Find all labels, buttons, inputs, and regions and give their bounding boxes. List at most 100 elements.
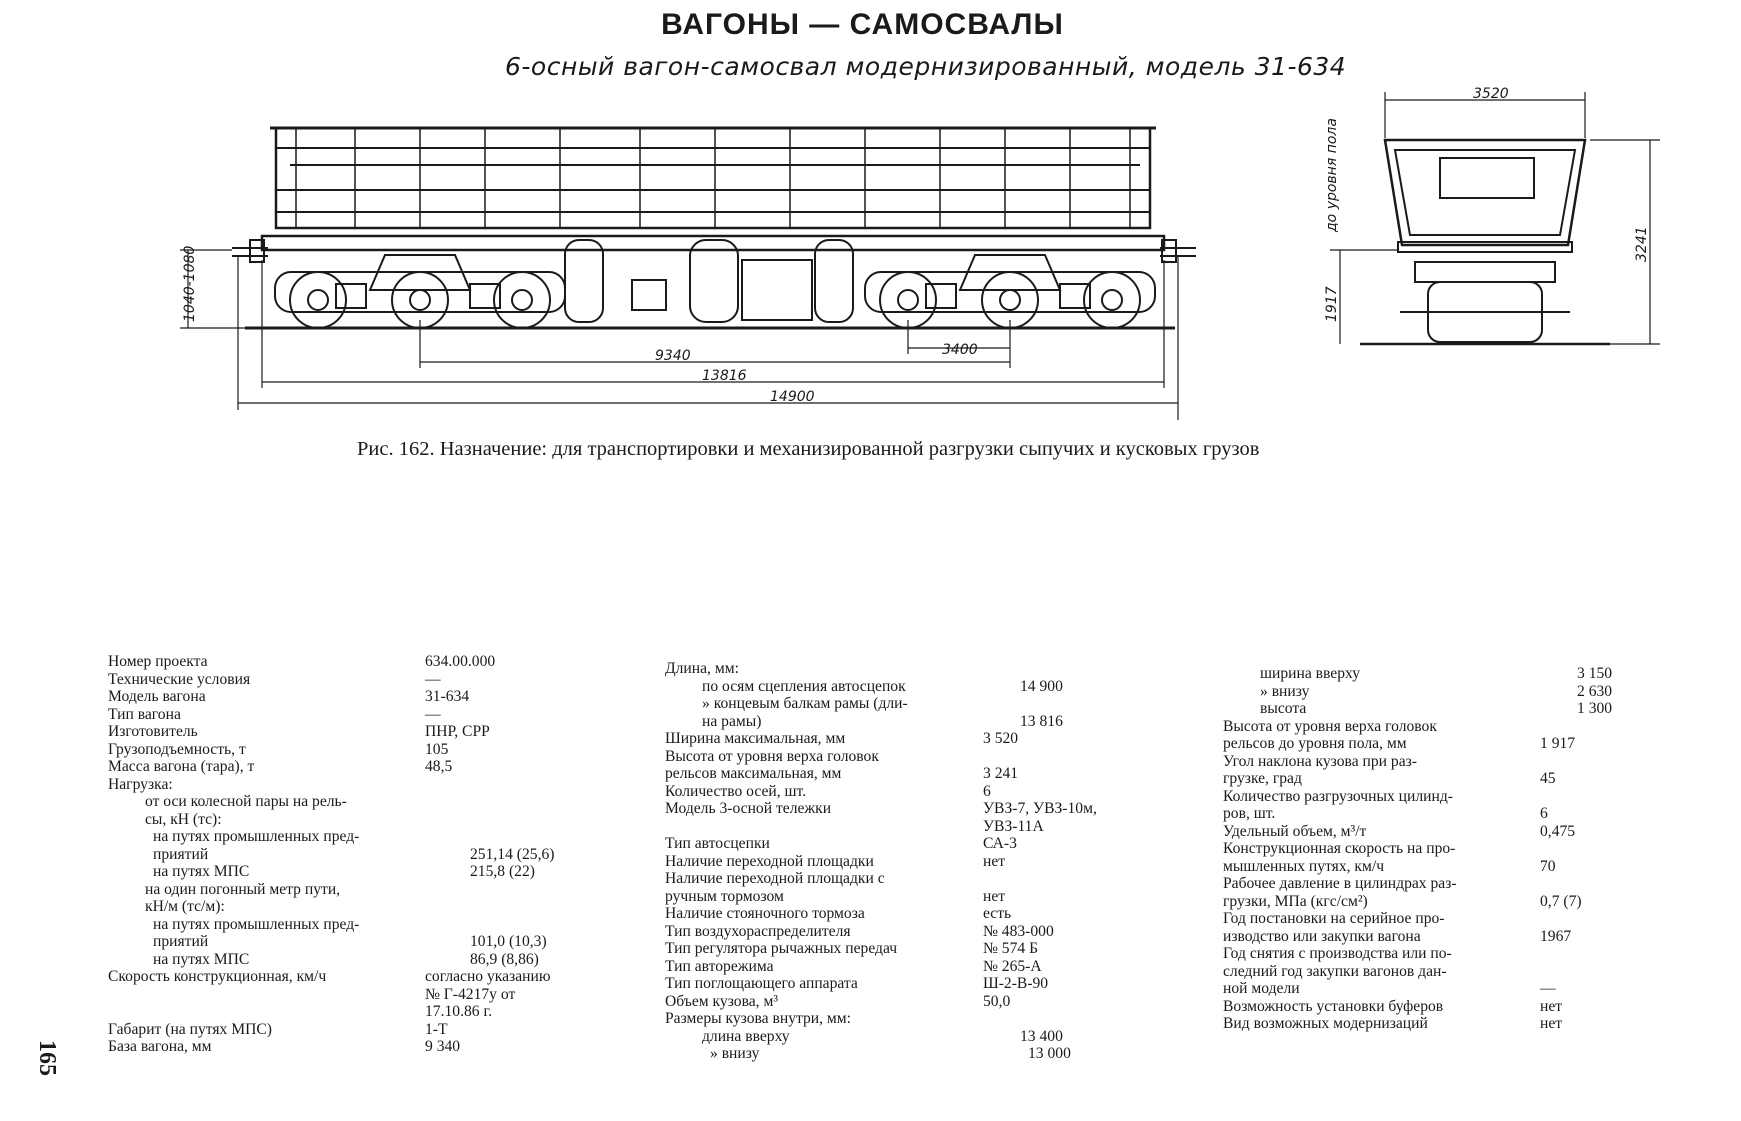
- spec-value: 251,14 (25,6): [470, 845, 555, 863]
- spec-label: » внизу: [710, 1045, 760, 1062]
- dim-floor-label: до уровня пола: [1324, 118, 1340, 233]
- spec-row: Угол наклона кузова при раз- грузке, гра…: [1223, 753, 1612, 788]
- spec-row: Вид возможных модернизаций нет: [1223, 1015, 1612, 1033]
- spec-value: нет: [1540, 997, 1563, 1015]
- figure-caption: Рис. 162. Назначение: для транспортировк…: [357, 438, 1260, 460]
- spec-value: 13 000: [1028, 1045, 1071, 1062]
- spec-label: Тип автосцепки: [665, 835, 770, 852]
- spec-label: высота: [1260, 700, 1307, 717]
- dim-coupler-height: 1040-1080: [182, 246, 198, 322]
- spec-label: Длина, мм:: [665, 660, 739, 677]
- spec-value: СА-3: [983, 835, 1017, 852]
- spec-label: База вагона, мм: [108, 1038, 212, 1055]
- spec-row: Технические условия —: [108, 671, 554, 689]
- spec-value: —: [425, 705, 441, 723]
- spec-row: Количество осей, шт. 6: [665, 783, 1097, 801]
- spec-value: 3 150: [1577, 665, 1613, 682]
- spec-value: 48,5: [425, 758, 453, 775]
- spec-label: Удельный объем, м³/т: [1223, 822, 1367, 840]
- spec-row: Нагрузка:: [108, 776, 554, 794]
- spec-label: на путях промышленных пред- приятий: [153, 828, 360, 863]
- spec-label: на путях МПС: [153, 863, 250, 880]
- spec-label: Тип поглощающего аппарата: [665, 975, 858, 992]
- spec-value: 86,9 (8,86): [470, 950, 539, 968]
- spec-label: Масса вагона (тара), т: [108, 758, 255, 775]
- spec-value: —: [425, 670, 441, 688]
- spec-label: Технические условия: [108, 670, 251, 688]
- spec-label: Модель 3-осной тележки: [665, 800, 832, 817]
- spec-label: Нагрузка:: [108, 775, 173, 793]
- spec-value: 31-634: [425, 688, 470, 705]
- spec-row: Количество разгрузочных цилинд- ров, шт.…: [1223, 788, 1612, 823]
- spec-row: Конструкционная скорость на про- мышленн…: [1223, 840, 1612, 875]
- spec-row: Возможность установки буферов нет: [1223, 998, 1612, 1016]
- spec-label: Рабочее давление в цилиндрах раз- грузки…: [1223, 875, 1457, 910]
- spec-label: Модель вагона: [108, 688, 206, 705]
- wagon-drawing: 1040-1080 9340 3400 13816 14900 3520 до …: [180, 86, 1660, 420]
- spec-label: Размеры кузова внутри, мм:: [665, 1010, 852, 1027]
- spec-label: » внизу: [1260, 682, 1310, 700]
- spec-label: Тип воздухораспределителя: [665, 922, 851, 940]
- spec-value: 0,7 (7): [1540, 892, 1582, 910]
- dim-frame-length: 13816: [702, 368, 747, 384]
- spec-label: на один погонный метр пути, кН/м (тс/м):: [145, 880, 341, 916]
- spec-label: Возможность установки буферов: [1223, 997, 1444, 1015]
- spec-label: Высота от уровня верха головок рельсов м…: [665, 747, 879, 783]
- spec-value: 3 241: [983, 765, 1019, 782]
- spec-row: Тип вагона —: [108, 706, 554, 724]
- spec-value: 101,0 (10,3): [470, 933, 547, 950]
- spec-row: от оси колесной пары на рель- сы, кН (тс…: [108, 793, 554, 828]
- spec-value: 0,475: [1540, 822, 1576, 840]
- spec-value: 14 900: [1020, 677, 1063, 695]
- spec-row: » концевым балкам рамы (дли- на рамы) 13…: [665, 695, 1097, 730]
- spec-value: № 265-А: [983, 957, 1042, 975]
- page-title: ВАГОНЫ — САМОСВАЛЫ: [661, 8, 1064, 41]
- dim-base: 9340: [655, 348, 691, 364]
- spec-label: Конструкционная скорость на про- мышленн…: [1223, 840, 1456, 875]
- spec-value: 6: [983, 782, 991, 800]
- spec-row: на путях промышленных пред- приятий 251,…: [108, 828, 554, 863]
- spec-row: Высота от уровня верха головок рельсов д…: [1223, 718, 1612, 753]
- spec-value: 1 917: [1540, 735, 1576, 752]
- spec-value: 105: [425, 740, 449, 758]
- side-dimensions: [180, 249, 1179, 420]
- end-dimensions: [1330, 92, 1660, 345]
- subtitle: 6-осный вагон-самосвал модернизированный…: [505, 52, 1347, 81]
- spec-label: Ширина максимальная, мм: [665, 730, 846, 747]
- spec-row: Длина, мм:: [665, 660, 1097, 678]
- spec-label: Тип вагона: [108, 705, 181, 723]
- spec-value: № 574 Б: [983, 940, 1039, 957]
- spec-value: нет: [1540, 1015, 1563, 1032]
- spec-value: согласно указанию № Г-4217у от 17.10.86 …: [425, 968, 551, 1020]
- spec-label: Год снятия с производства или по- следни…: [1223, 945, 1452, 997]
- spec-row: Габарит (на путях МПС)1-Т: [108, 1021, 554, 1039]
- side-view: [232, 126, 1196, 330]
- spec-value: есть: [983, 905, 1012, 922]
- spec-label: длина вверху: [702, 1027, 790, 1045]
- spec-value: 1967: [1540, 927, 1572, 945]
- spec-value: нет: [983, 887, 1006, 905]
- spec-label: Вид возможных модернизаций: [1223, 1015, 1428, 1032]
- spec-label: Количество осей, шт.: [665, 782, 807, 800]
- spec-row: Наличие переходной площадки с ручным тор…: [665, 870, 1097, 905]
- spec-row: » внизу 13 000: [665, 1045, 1097, 1063]
